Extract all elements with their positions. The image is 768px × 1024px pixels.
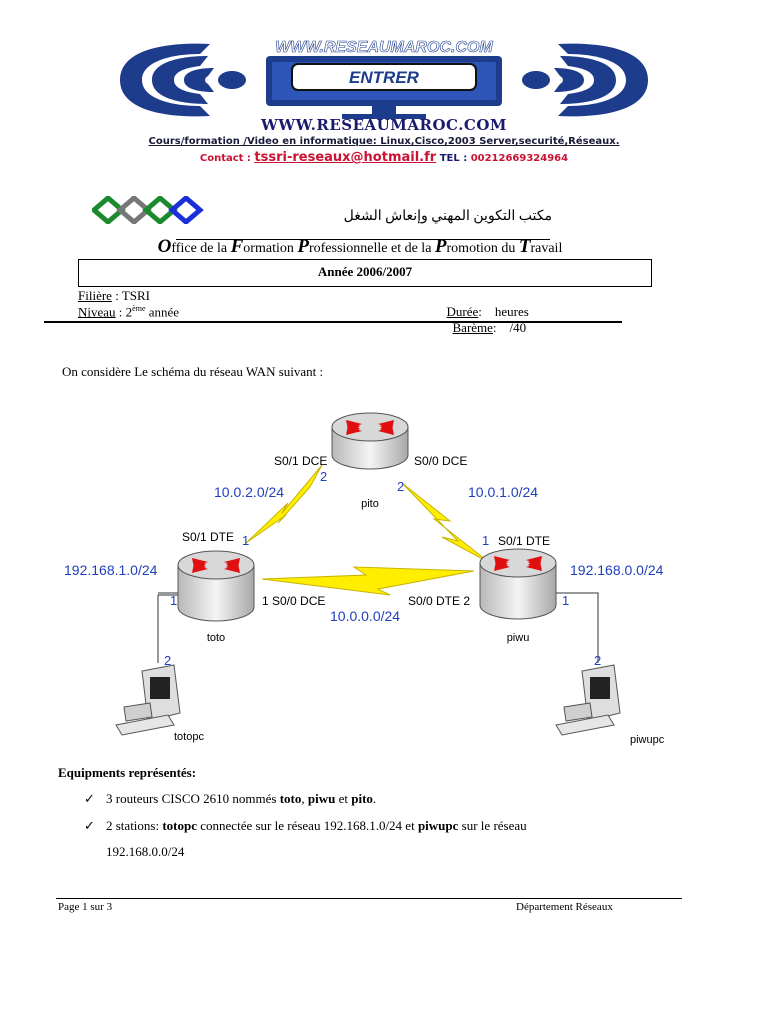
port-piwu-s01: 1 <box>482 533 489 548</box>
port-piwupc: 2 <box>594 653 601 668</box>
courses-line: Cours/formation /Video en informatique: … <box>148 136 620 147</box>
network-10-0-2-0: 10.0.2.0/24 <box>214 484 284 500</box>
router-name-toto: toto <box>207 632 225 644</box>
ethernet-link-piwu-piwupc <box>550 592 599 663</box>
router-piwu[interactable] <box>479 548 557 620</box>
filiere-label: Filière <box>78 288 112 303</box>
contact-email-link[interactable]: tssri-reseaux@hotmail.fr <box>254 150 437 165</box>
router-name-pito: pito <box>361 498 379 510</box>
checkmark-icon: ✓ <box>84 818 95 833</box>
checkmark-icon: ✓ <box>84 791 95 806</box>
equipments-title: Equipments représentés: <box>58 765 197 780</box>
port-pito-left: 2 <box>320 469 327 484</box>
niveau-label: Niveau <box>78 304 116 320</box>
router-toto[interactable] <box>177 550 255 622</box>
arabic-org-name: مكتب التكوين المهني وإنعاش الشغل <box>343 209 552 224</box>
port-piwu-eth: 1 <box>562 593 569 608</box>
port-pito-right: 2 <box>397 479 404 494</box>
network-192-168-1-0: 192.168.1.0/24 <box>64 562 158 578</box>
ethernet-link-toto-totopc-2 <box>157 594 180 663</box>
office-underline <box>176 239 550 240</box>
tel-label: TEL : <box>439 153 468 164</box>
year-box: Année 2006/2007 <box>78 259 652 287</box>
network-diagram: pito toto piwu totopc <box>64 412 665 746</box>
pc-name-totopc: totopc <box>174 731 204 743</box>
label-piwu-s01: S0/1 DTE <box>498 534 550 548</box>
port-toto-s01: 1 <box>242 533 249 548</box>
serial-link-toto-pito <box>245 464 323 544</box>
department-name: Département Réseaux <box>516 901 613 913</box>
equipment-item-stations: ✓2 stations: totopc connectée sur le rés… <box>84 818 527 833</box>
network-10-0-1-0: 10.0.1.0/24 <box>468 484 538 500</box>
banner-site-text: WWW.RESEAUMAROC.COM <box>275 39 493 56</box>
duree-value: : heures <box>478 304 529 319</box>
office-name: Office de la Formation Professionnelle e… <box>157 236 563 257</box>
label-pito-s00: S0/0 DCE <box>414 454 467 468</box>
equipment-item-routers: ✓3 routeurs CISCO 2610 nommés toto, piwu… <box>84 791 377 806</box>
bareme-row: Barème: /40 <box>446 304 527 336</box>
ofppt-logo <box>92 196 204 224</box>
filiere-row: Filière : TSRI <box>78 288 150 304</box>
header-divider <box>44 321 622 323</box>
port-toto-eth: 1 <box>170 593 177 608</box>
label-toto-s01: S0/1 DTE <box>182 530 234 544</box>
bareme-value: : /40 <box>492 320 527 335</box>
bareme-label: Barème <box>452 320 493 335</box>
contact-line: Contact : tssri-reseaux@hotmail.fr TEL :… <box>0 150 768 165</box>
port-totopc: 2 <box>164 653 171 668</box>
label-piwu-s00: S0/0 DTE 2 <box>408 594 470 608</box>
tel-number: 00212669324964 <box>470 153 569 164</box>
router-arrows-icon <box>346 420 394 435</box>
page-number: Page 1 sur 3 <box>58 901 113 913</box>
label-pito-s01: S0/1 DCE <box>274 454 327 468</box>
site-banner[interactable]: WWW.RESEAUMAROC.COM ENTRER <box>80 38 688 122</box>
intro-text: On considère Le schéma du réseau WAN sui… <box>62 364 324 379</box>
duree-row: Durée: heures <box>440 288 529 320</box>
banner-enter-button[interactable]: ENTRER <box>349 68 420 87</box>
footer-divider <box>56 898 682 899</box>
serial-link-toto-piwu <box>261 566 475 596</box>
network-10-0-0-0: 10.0.0.0/24 <box>330 608 400 624</box>
router-pito[interactable] <box>331 412 409 470</box>
router-name-piwu: piwu <box>507 632 530 644</box>
duree-label: Durée <box>446 304 479 319</box>
equipment-item-stations-line2: 192.168.0.0/24 <box>106 844 185 859</box>
pc-piwupc[interactable] <box>555 664 621 736</box>
site-heading[interactable]: WWW.RESEAUMAROC.COM <box>260 116 508 134</box>
niveau-row: Niveau : 2ème année <box>78 304 180 320</box>
network-192-168-0-0: 192.168.0.0/24 <box>570 562 664 578</box>
filiere-value: : TSRI <box>115 288 150 303</box>
router-arrows-icon <box>192 558 240 573</box>
router-arrows-icon <box>494 556 542 571</box>
contact-label: Contact : <box>199 153 251 164</box>
label-toto-s00: 1 S0/0 DCE <box>262 594 325 608</box>
pc-totopc[interactable] <box>115 664 181 736</box>
pc-name-piwupc: piwupc <box>630 734 665 746</box>
